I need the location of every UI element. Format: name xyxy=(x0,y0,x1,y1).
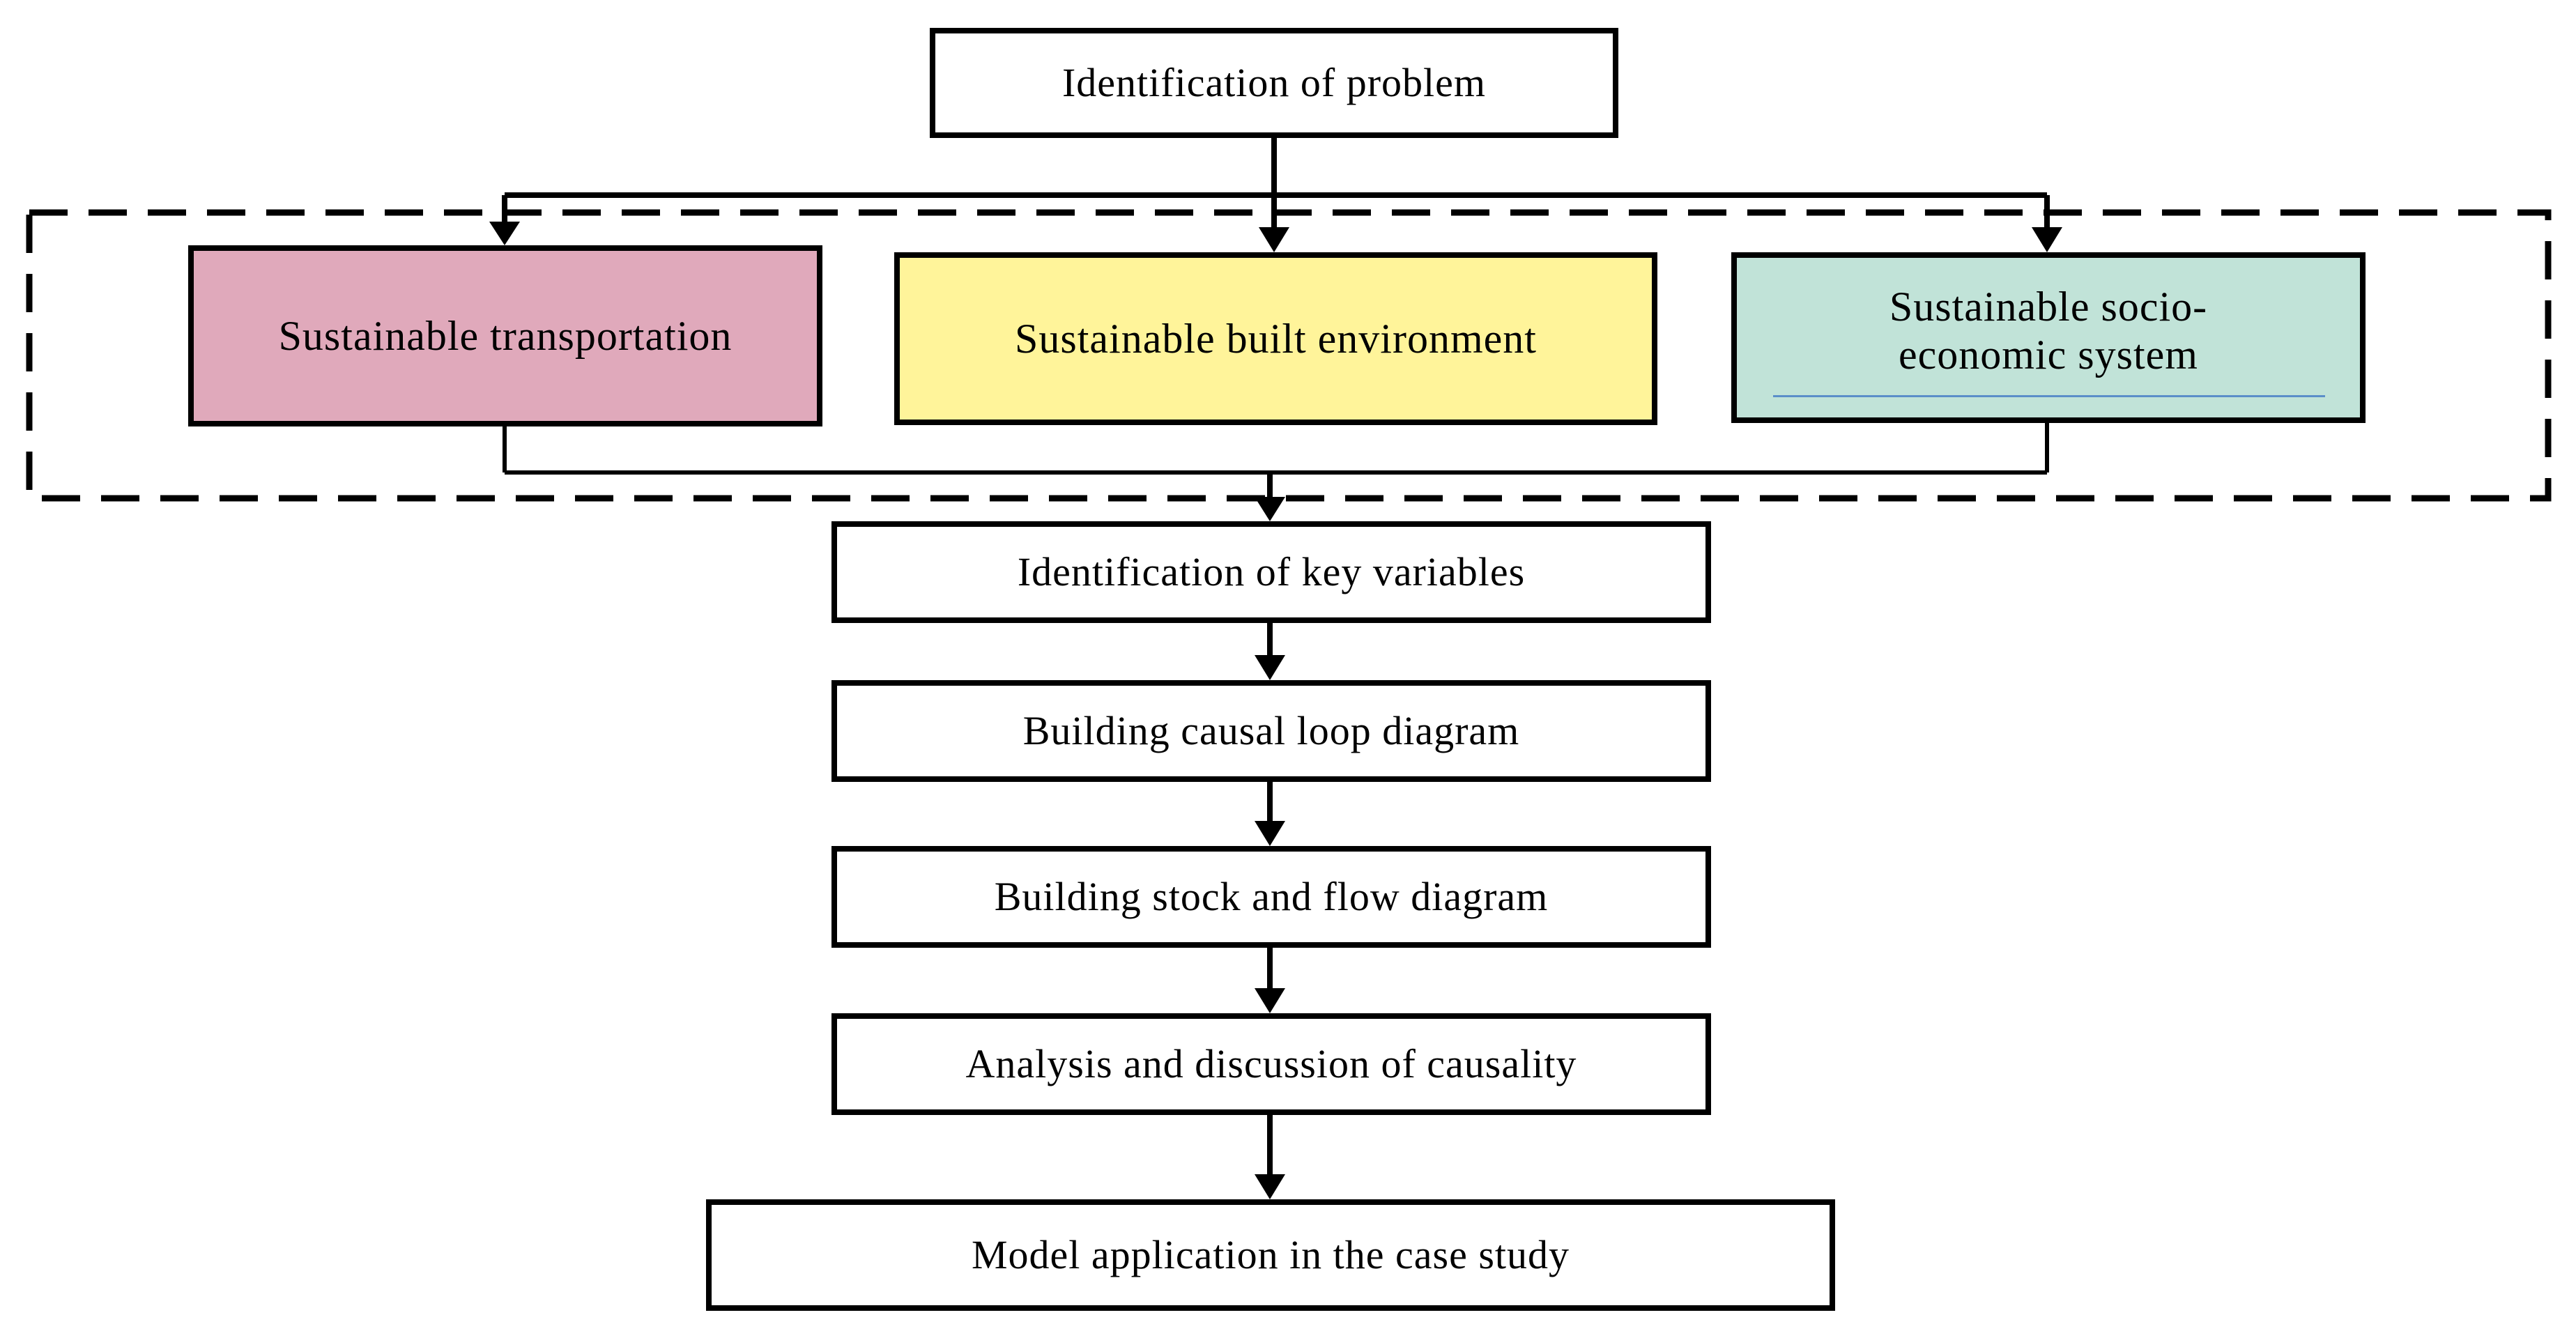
node-label: Analysis and discussion of causality xyxy=(965,1040,1577,1086)
node-label-line-1: Sustainable socio- xyxy=(1889,284,2208,330)
socio-box-underline xyxy=(1773,395,2325,397)
node-sustainable-socio-economic-system: Sustainable socio- economic system xyxy=(1731,252,2366,423)
split-connector xyxy=(505,136,2047,198)
arrow-analysis-to-model xyxy=(1255,1114,1285,1199)
arrow-to-variables xyxy=(1255,472,1285,521)
node-building-stock-and-flow-diagram: Building stock and flow diagram xyxy=(831,846,1711,948)
node-identification-of-problem: Identification of problem xyxy=(930,28,1618,138)
node-label: Sustainable built environment xyxy=(1015,315,1537,362)
node-label: Identification of problem xyxy=(1061,59,1487,105)
node-sustainable-built-environment: Sustainable built environment xyxy=(894,252,1657,425)
node-label: Identification of key variables xyxy=(1017,548,1526,594)
node-label: Model application in the case study xyxy=(971,1231,1570,1277)
arrow-to-transport xyxy=(489,195,520,245)
node-label-line-2: economic system xyxy=(1899,332,2198,378)
node-identification-of-key-variables: Identification of key variables xyxy=(831,521,1711,623)
node-model-application-in-the-case-study: Model application in the case study xyxy=(706,1199,1835,1311)
arrow-causal-to-stock xyxy=(1255,780,1285,846)
node-label: Building stock and flow diagram xyxy=(994,873,1549,919)
arrow-to-built xyxy=(1259,195,1289,252)
node-label: Sustainable transportation xyxy=(278,312,733,359)
node-label-group: Sustainable socio- economic system xyxy=(1889,283,2207,379)
node-building-causal-loop-diagram: Building causal loop diagram xyxy=(831,680,1711,782)
node-label: Building causal loop diagram xyxy=(1022,707,1520,753)
node-sustainable-transportation: Sustainable transportation xyxy=(188,245,822,426)
arrow-variables-to-causal xyxy=(1255,622,1285,680)
dashed-group-border xyxy=(26,209,2552,502)
merge-connector xyxy=(503,422,2049,475)
arrow-stock-to-analysis xyxy=(1255,946,1285,1013)
node-analysis-and-discussion-of-causality: Analysis and discussion of causality xyxy=(831,1013,1711,1115)
arrow-to-socio xyxy=(2032,195,2062,252)
